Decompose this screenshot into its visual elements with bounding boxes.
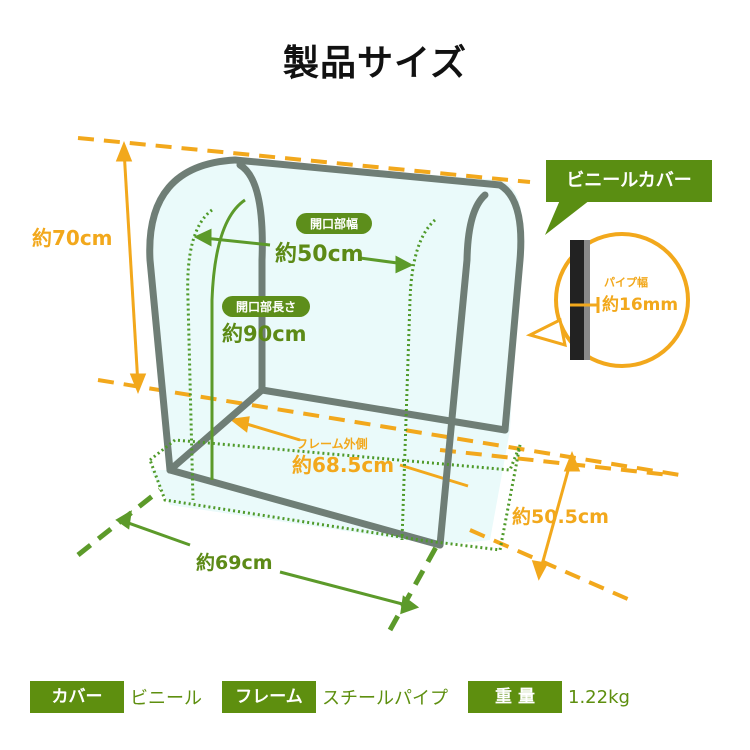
opening-length-pill: 開口部長さ — [222, 296, 311, 317]
page-title: 製品サイズ — [283, 43, 467, 84]
opening-width-label: 約50cm — [275, 242, 364, 267]
spec-key-frame: フレーム — [222, 681, 316, 713]
opening-length-label: 約90cm — [222, 322, 307, 346]
pipe-width-caption: パイプ幅 — [604, 276, 648, 289]
height-label: 約70cm — [32, 226, 113, 250]
spec-value-weight: 1.22kg — [568, 686, 630, 708]
spec-value-cover: ビニール — [130, 688, 202, 709]
spec-key-weight: 重 量 — [468, 681, 562, 713]
opening-width-pill: 開口部幅 — [296, 213, 373, 234]
spec-key-cover: カバー — [30, 681, 124, 713]
pipe-width-value: 約16mm — [602, 295, 679, 315]
frame-outer-caption: フレーム外側 — [296, 437, 368, 451]
width-label: 約69cm — [196, 552, 273, 574]
vinyl-cover-callout: ビニールカバー — [546, 160, 712, 202]
depth-label: 約50.5cm — [512, 506, 609, 528]
spec-row: カバー ビニール フレーム スチールパイプ 重 量 1.22kg — [30, 681, 650, 713]
spec-value-frame: スチールパイプ — [322, 688, 448, 709]
frame-outer-label: 約68.5cm — [292, 453, 395, 477]
